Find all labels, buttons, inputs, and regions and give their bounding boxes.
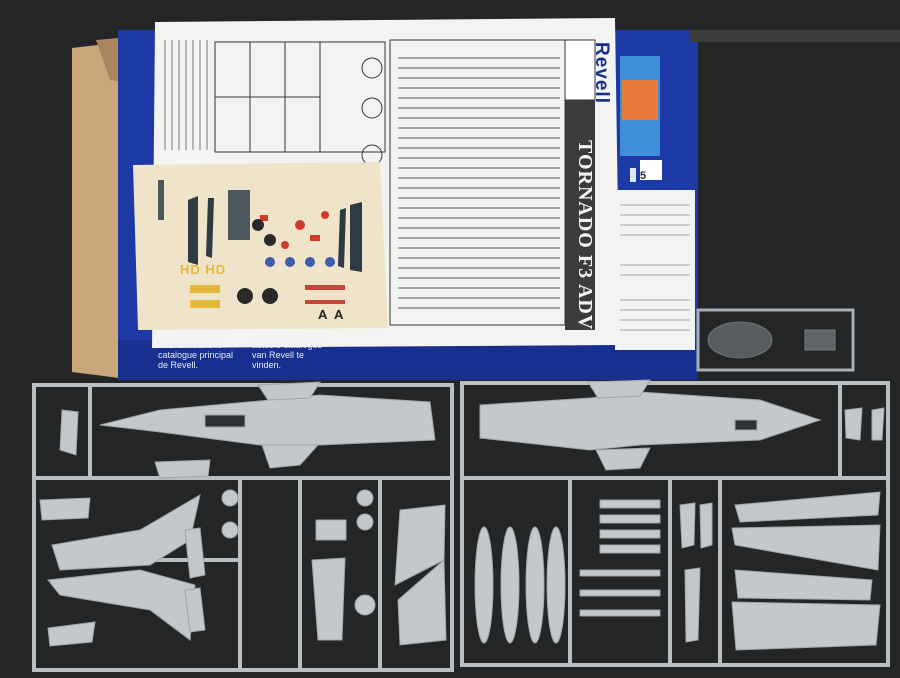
right-sprue <box>460 381 890 667</box>
catalog-note-nl: actuele catalogus van Revell te vinden. <box>252 340 323 370</box>
decal-sheet <box>133 162 388 330</box>
brand-logo-text: Revell <box>591 42 612 104</box>
box-number: 5 <box>640 170 647 182</box>
decal-codes: HD HD <box>180 262 227 277</box>
decal-letters: A A <box>318 307 346 322</box>
right-sprue-parts <box>474 379 885 651</box>
canopy-sprue <box>696 308 855 372</box>
product-title: TORNADO F3 ADV <box>574 140 596 331</box>
catalog-note-fr: trouvent dans le catalogue principal de … <box>158 340 234 370</box>
left-sprue-parts <box>39 381 447 647</box>
